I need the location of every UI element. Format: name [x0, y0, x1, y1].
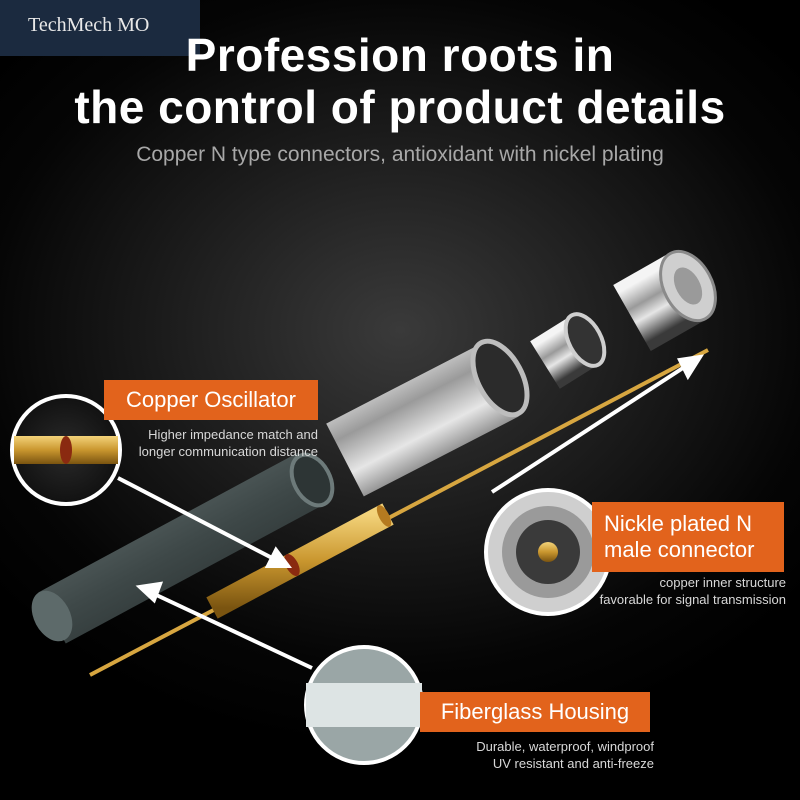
- connector-arrow: [490, 364, 688, 494]
- connector-desc-line-1: copper inner structure: [659, 575, 786, 590]
- oscillator-tag: Copper Oscillator: [104, 380, 318, 420]
- connector-tag-line-2: male connector: [604, 537, 755, 562]
- housing-desc: Durable, waterproof, windproof UV resist…: [430, 738, 654, 772]
- chrome-sleeve: [326, 338, 530, 497]
- fiberglass-tube: [31, 452, 335, 644]
- housing-tag: Fiberglass Housing: [420, 692, 650, 732]
- oscillator-desc-line-2: longer communication distance: [138, 444, 318, 459]
- connector-arrowhead: [676, 354, 705, 381]
- housing-arrowhead: [135, 581, 164, 604]
- connector-tag-line-1: Nickle plated N: [604, 511, 752, 536]
- oscillator-arrow: [117, 476, 277, 562]
- connector-desc-line-2: favorable for signal transmission: [599, 592, 786, 607]
- connector-desc: copper inner structure favorable for sig…: [540, 574, 786, 608]
- connector-detail-circle: [484, 488, 612, 616]
- oscillator-desc: Higher impedance match and longer commun…: [118, 426, 318, 460]
- copper-oscillator-rod: [89, 348, 709, 677]
- housing-desc-line-1: Durable, waterproof, windproof: [476, 739, 654, 754]
- headline-line-1: Profession roots in: [185, 29, 615, 81]
- housing-desc-line-2: UV resistant and anti-freeze: [492, 756, 654, 771]
- oscillator-desc-line-1: Higher impedance match and: [148, 427, 318, 442]
- pointer-arrows: [117, 354, 705, 670]
- headline-line-2: the control of product details: [74, 81, 726, 133]
- oscillator-arrowhead: [264, 546, 292, 568]
- connector-tag: Nickle plated N male connector: [592, 502, 784, 572]
- subtitle: Copper N type connectors, antioxidant wi…: [136, 143, 664, 166]
- housing-arrow: [149, 590, 313, 670]
- n-connector-nut: [613, 249, 717, 352]
- oscillator-detail-circle: [10, 394, 122, 506]
- brand-watermark: TechMech MO: [0, 0, 200, 56]
- housing-detail-circle: [304, 645, 424, 765]
- chrome-ring: [530, 312, 607, 389]
